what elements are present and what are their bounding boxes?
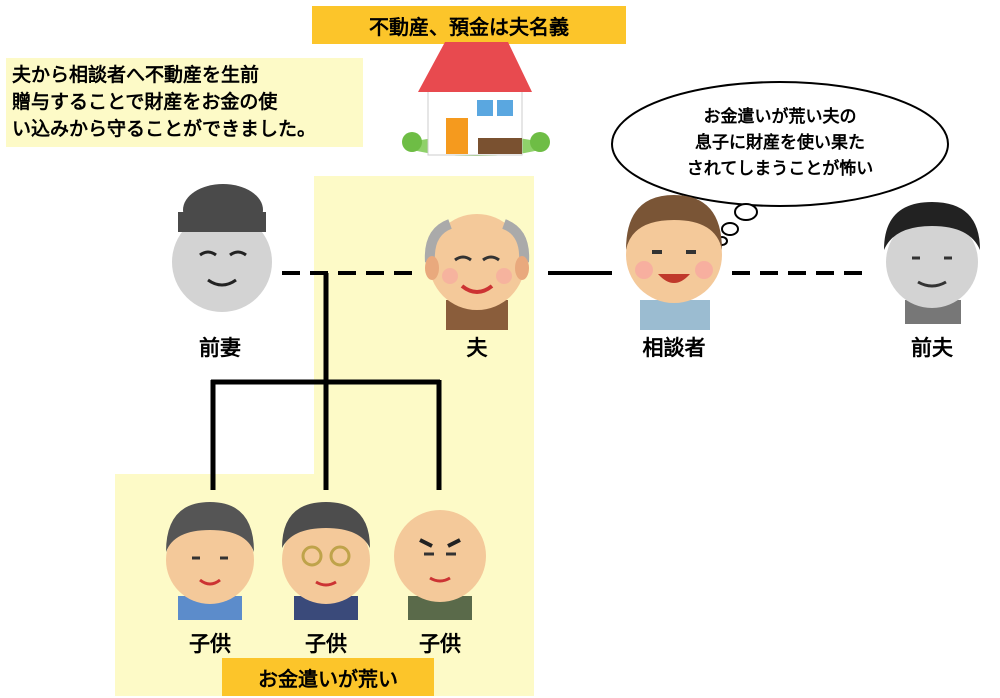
child-1-icon (166, 502, 254, 620)
husband-icon (424, 214, 530, 330)
label-ex-husband: 前夫 (911, 336, 953, 360)
thought-text: お金遣いが荒い夫の 息子に財産を使い果た されてしまうことが怖い (640, 104, 920, 182)
note-line-3: い込みから守ることができました。 (12, 118, 317, 140)
note-box: 夫から相談者へ不動産を生前 贈与することで財産をお金の使 い込みから守ることがで… (6, 58, 363, 147)
child-2-icon (282, 502, 370, 620)
title-text: 不動産、預金は夫名義 (369, 14, 569, 39)
client-icon (626, 195, 722, 330)
label-child-3: 子供 (419, 632, 461, 656)
label-child-1: 子供 (189, 632, 231, 656)
note-line-1: 夫から相談者へ不動産を生前 (12, 64, 260, 86)
ex-wife-icon (172, 184, 272, 312)
thought-bubble (611, 81, 949, 246)
house-icon (402, 42, 550, 156)
label-husband: 夫 (466, 336, 488, 360)
child-3-icon (394, 510, 486, 620)
bottom-text: お金遣いが荒い (258, 666, 398, 691)
thought-line-1: お金遣いが荒い夫の (703, 107, 857, 127)
note-line-2: 贈与することで財産をお金の使 (12, 91, 278, 113)
thought-line-3: されてしまうことが怖い (686, 159, 874, 179)
label-ex-wife: 前妻 (199, 336, 241, 360)
label-client: 相談者 (642, 336, 706, 360)
bottom-box: お金遣いが荒い (222, 658, 434, 696)
title-box: 不動産、預金は夫名義 (312, 6, 626, 44)
ex-husband-icon (884, 202, 980, 324)
thought-line-2: 息子に財産を使い果た (695, 133, 865, 153)
label-child-2: 子供 (305, 632, 347, 656)
